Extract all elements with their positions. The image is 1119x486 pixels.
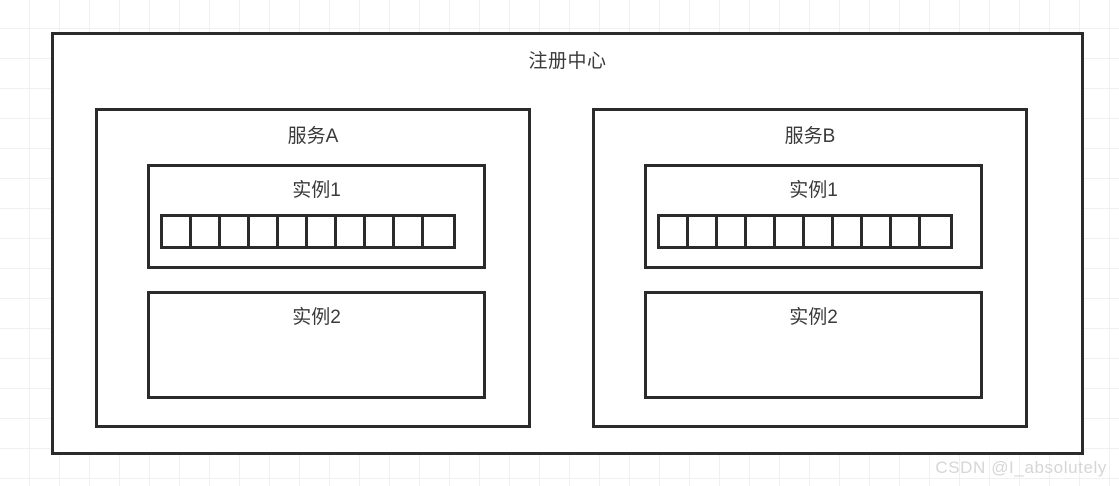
service-box-a: 服务A 实例1 实例2 [95, 108, 531, 428]
slot-cell [921, 217, 950, 246]
slot-cell [279, 217, 308, 246]
slot-cell [192, 217, 221, 246]
slot-cell [747, 217, 776, 246]
service-b-instance-1-box: 实例1 [644, 164, 983, 269]
registry-center-title: 注册中心 [528, 51, 607, 72]
service-a-instance-2-label: 实例2 [292, 307, 341, 328]
slot-cell [221, 217, 250, 246]
slot-cell [366, 217, 395, 246]
slot-cell [660, 217, 689, 246]
slot-cell [776, 217, 805, 246]
service-b-instance-2-label: 实例2 [789, 307, 838, 328]
service-b-instance-1-label: 实例1 [789, 180, 838, 201]
service-b-instance-1-slot-strip [657, 214, 953, 249]
service-a-instance-1-box: 实例1 [147, 164, 486, 269]
slot-cell [805, 217, 834, 246]
service-box-b: 服务B 实例1 实例2 [592, 108, 1028, 428]
service-a-instance-1-slot-strip [160, 214, 456, 249]
slot-cell [395, 217, 424, 246]
slot-cell [163, 217, 192, 246]
service-a-instance-1-label: 实例1 [292, 180, 341, 201]
service-a-title: 服务A [287, 126, 339, 147]
slot-cell [424, 217, 453, 246]
slot-cell [308, 217, 337, 246]
watermark-text: CSDN @I_absolutely [935, 458, 1107, 477]
slot-cell [863, 217, 892, 246]
slot-cell [337, 217, 366, 246]
service-b-instance-2-box: 实例2 [644, 291, 983, 399]
slot-cell [718, 217, 747, 246]
registry-center-box: 注册中心 服务A 实例1 实例2 [51, 32, 1084, 455]
slot-cell [892, 217, 921, 246]
slot-cell [250, 217, 279, 246]
service-b-title: 服务B [784, 126, 836, 147]
slot-cell [689, 217, 718, 246]
slot-cell [834, 217, 863, 246]
service-a-instance-2-box: 实例2 [147, 291, 486, 399]
